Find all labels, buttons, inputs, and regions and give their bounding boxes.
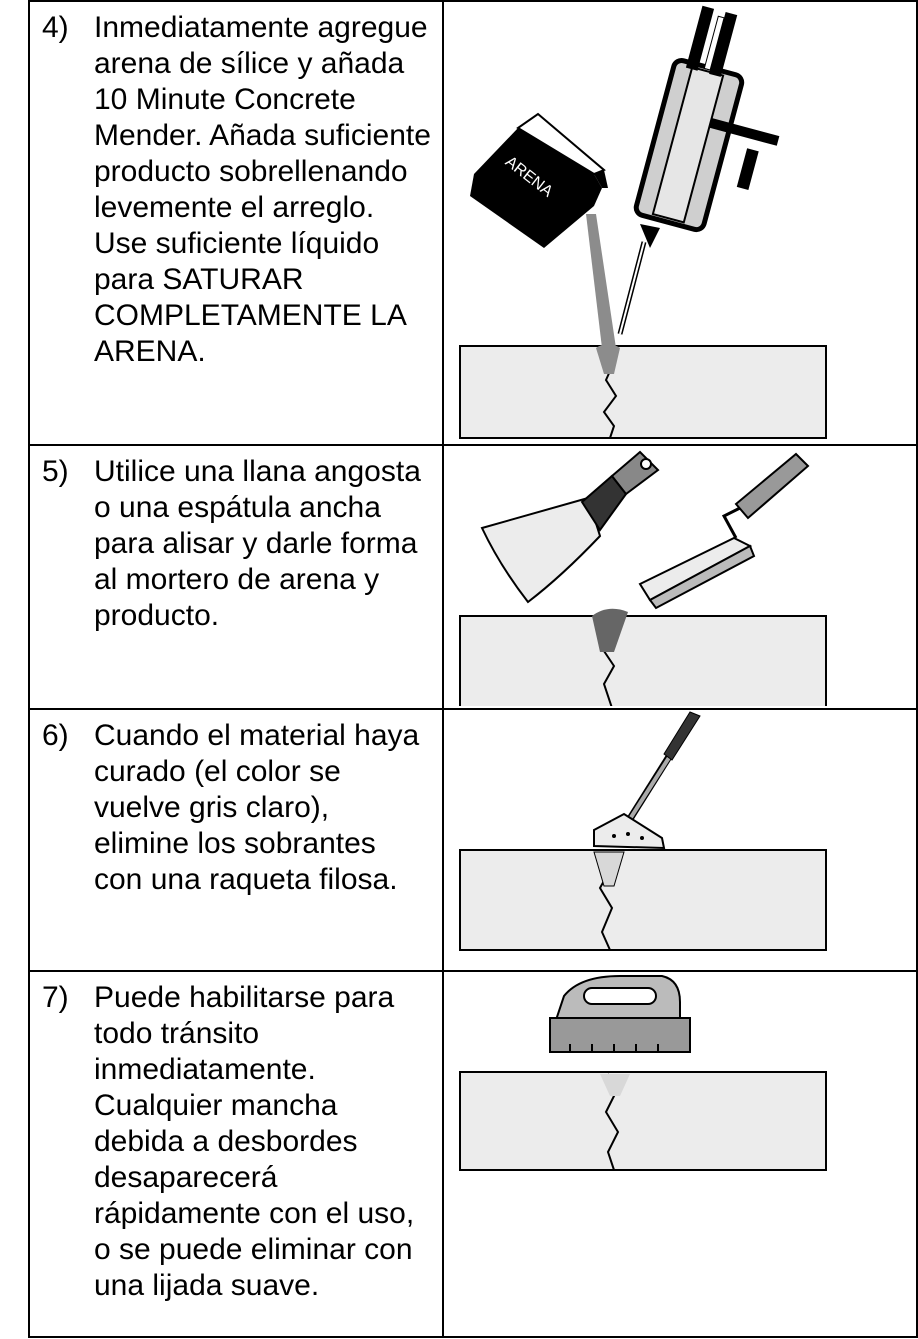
concrete-slab — [459, 345, 827, 439]
step-text: Utilice una llana angosta o una espátula… — [94, 455, 421, 632]
step-row-5: 5) Utilice una llana angosta o una espát… — [28, 444, 918, 710]
concrete-slab — [459, 1071, 827, 1171]
sand-stream — [586, 214, 616, 348]
step-text-cell: 6) Cuando el material haya curado (el co… — [28, 708, 444, 972]
sanding-block-icon — [459, 975, 827, 1171]
step-number: 4) — [42, 11, 69, 44]
step-text: Cuando el material haya curado (el color… — [94, 719, 420, 896]
step-illustration-cell: ARENA — [442, 0, 918, 446]
sand-bag: ARENA — [470, 112, 608, 248]
step-row-6: 6) Cuando el material haya curado (el co… — [28, 708, 918, 972]
scraper — [593, 711, 701, 850]
step-illustration-cell — [442, 708, 918, 972]
scraper-icon — [459, 711, 827, 951]
putty-knife — [480, 450, 660, 604]
step-text-cell: 7) Puede habilitarse para todo tránsito … — [28, 970, 444, 1338]
steps-table: 4) Inmediatamente agregue arena de sílic… — [28, 0, 918, 1338]
step-number: 6) — [42, 719, 69, 752]
step-row-7: 7) Puede habilitarse para todo tránsito … — [28, 970, 918, 1338]
step-text-cell: 5) Utilice una llana angosta o una espát… — [28, 444, 444, 710]
step-illustration-cell — [442, 444, 918, 710]
concrete-slab — [459, 615, 827, 706]
concrete-slab — [459, 849, 827, 951]
finished-fill — [600, 1074, 630, 1096]
cured-fill — [593, 851, 625, 887]
step-text: Puede habilitarse para todo tránsito inm… — [94, 981, 415, 1302]
putty-knife-and-trowel-icon — [459, 450, 827, 706]
trowel — [638, 452, 810, 610]
cartridge-gun — [617, 5, 780, 335]
sanding-block — [549, 975, 691, 1053]
sand-fill — [596, 344, 620, 374]
step-number: 7) — [42, 981, 69, 1014]
step-row-4: 4) Inmediatamente agregue arena de sílic… — [28, 0, 918, 446]
sand-bag-and-cartridge-gun-icon: ARENA — [459, 5, 827, 439]
step-text-cell: 4) Inmediatamente agregue arena de sílic… — [28, 0, 444, 446]
step-illustration-cell — [442, 970, 918, 1338]
step-text: Inmediatamente agregue arena de sílice y… — [94, 11, 431, 368]
step-number: 5) — [42, 455, 69, 488]
mortar-fill — [592, 608, 628, 652]
